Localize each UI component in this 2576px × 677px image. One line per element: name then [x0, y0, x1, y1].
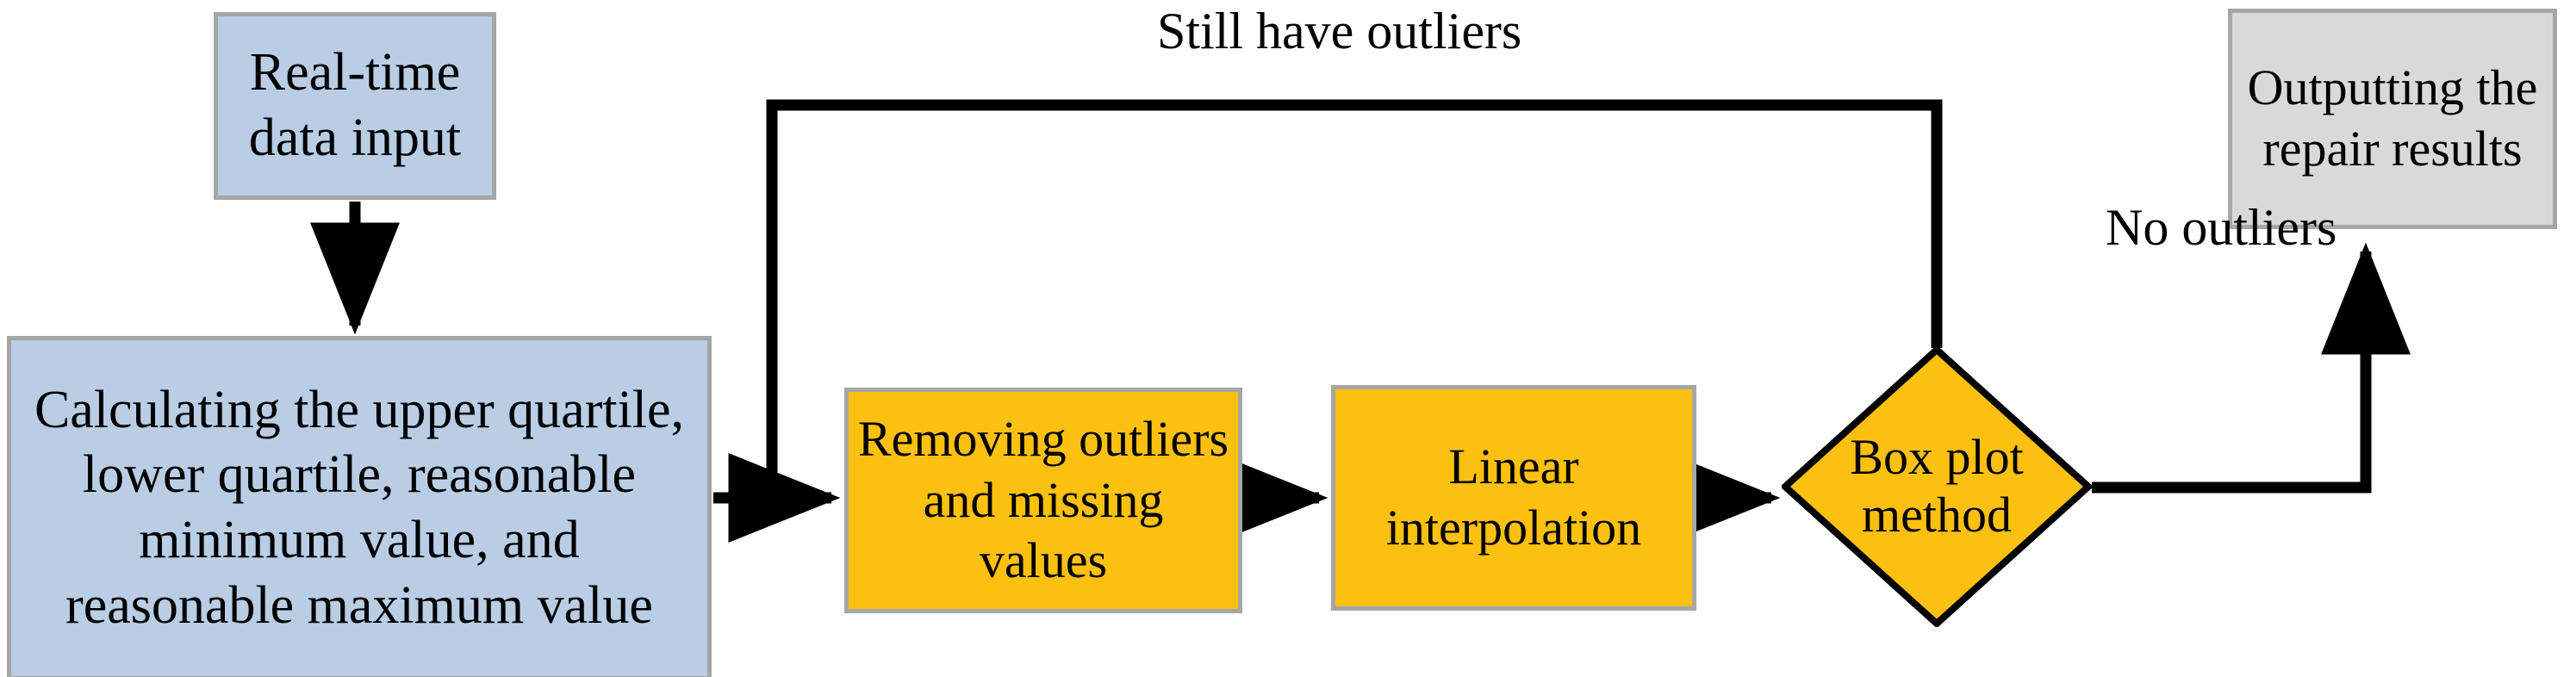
edge-label-still-have-outliers: Still have outliers — [1157, 3, 1522, 59]
edge-label-no-outliers: No outliers — [2106, 199, 2337, 256]
diamond-shape — [1782, 346, 2092, 627]
node-calculating-quartiles[interactable]: Calculating the upper quartile, lower qu… — [7, 336, 712, 677]
edge-decision-to-output — [2092, 242, 2411, 494]
node-removing-outliers-missing-values[interactable]: Removing outliers and missing values — [844, 388, 1242, 613]
node-box-plot-method-decision[interactable]: Box plot method — [1782, 346, 2092, 627]
node-outputting-repair-results[interactable]: Outputting the repair results — [2228, 9, 2557, 229]
node-linear-interpolation[interactable]: Linear interpolation — [1331, 385, 1696, 611]
node-output-label: Outputting the repair results — [2247, 59, 2538, 177]
node-remove-label: Removing outliers and missing values — [857, 410, 1229, 589]
node-interpolate-label: Linear interpolation — [1385, 438, 1642, 556]
node-calculate-label: Calculating the upper quartile, lower qu… — [34, 380, 685, 635]
